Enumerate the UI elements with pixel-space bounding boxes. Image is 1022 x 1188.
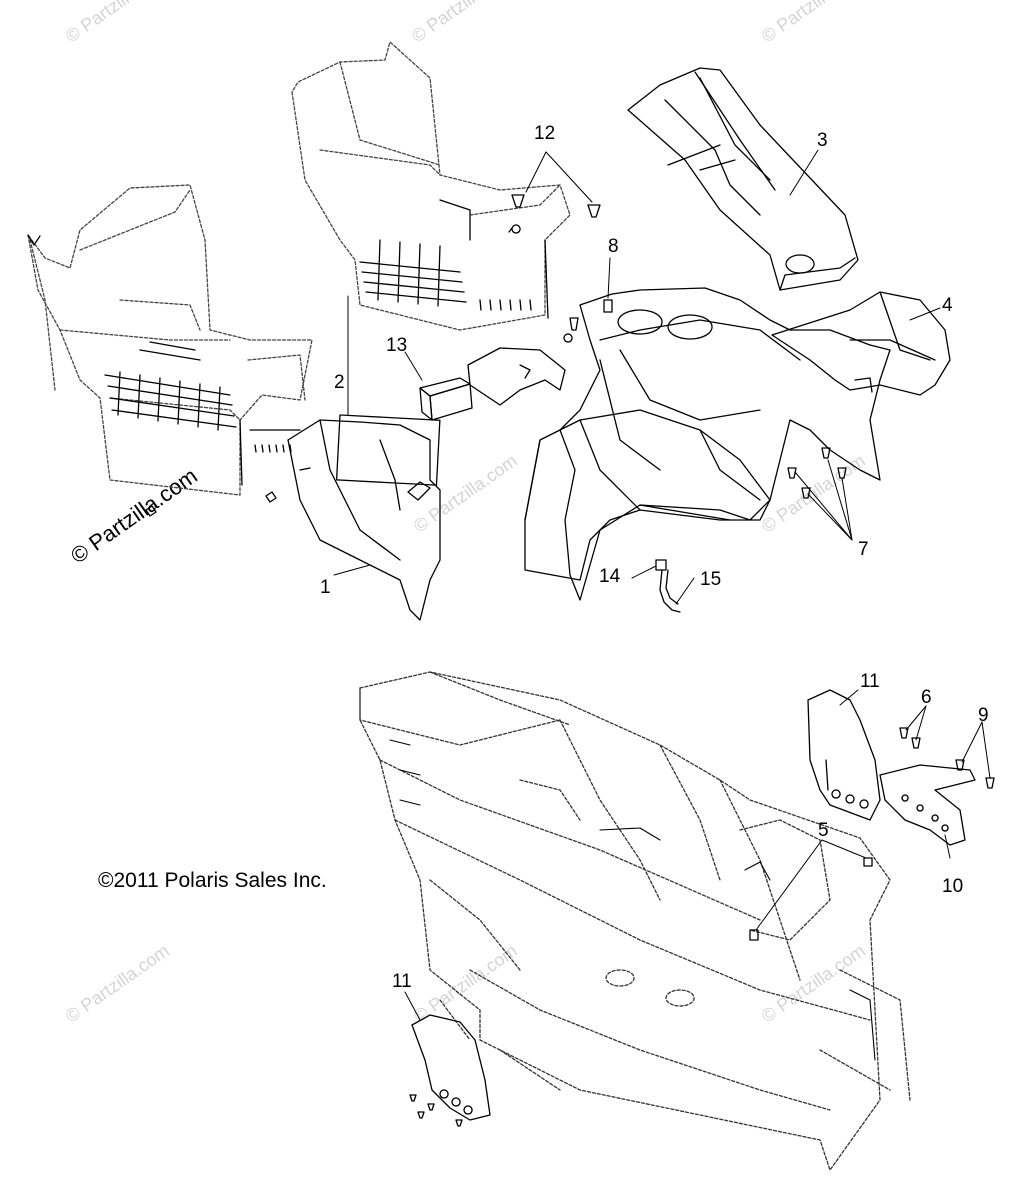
callout-14: 14 [599,566,621,587]
front-fender [559,287,891,601]
left-footwell-edge [27,234,301,486]
part-6-screws [899,727,921,749]
part-8-fastener [563,299,613,343]
callout-8: 8 [608,236,619,257]
leader-lines [333,149,991,1021]
callout-10: 10 [942,876,964,897]
right-footwell-grille [359,199,471,307]
part-11-lower-plate [411,1014,491,1121]
callout-2: 2 [334,372,345,393]
part-13-foam-block [419,377,473,421]
left-footwell [27,184,313,496]
callout-12: 12 [534,123,556,144]
part-11-lower-screws [409,1094,463,1127]
part-10-bracket [879,764,976,846]
part-11-upper-plate [807,689,881,821]
callout-15: 15 [700,569,722,590]
callout-4: 4 [942,295,953,316]
callout-3: 3 [817,130,828,151]
part-9-screws [955,759,995,789]
callout-6: 6 [921,687,932,708]
part-3-cover [627,67,859,291]
callout-1: 1 [320,577,331,598]
front-fender-lower [524,409,771,581]
callout-11-upper: 11 [860,671,880,692]
frame-tube-detail [389,739,876,1061]
callout-7: 7 [858,539,869,560]
right-footwell [291,41,571,331]
frame [359,671,911,1171]
screw-footwell-front [265,491,277,503]
left-footwell-grille [104,341,237,431]
part-5-fasteners [749,857,873,941]
front-fender-left-panel [467,347,566,406]
part-4-panel [771,291,951,396]
screw-left-footwell [145,505,157,517]
part-12-screws [508,194,601,234]
copyright-text: ©2011 Polaris Sales Inc. [98,869,327,892]
callout-5: 5 [818,820,829,841]
part-1-side-cover [287,419,441,621]
part-2-sheet [335,414,441,486]
callout-11-lower: 11 [392,971,412,992]
part-7-screws [787,447,847,499]
callout-9: 9 [978,705,989,726]
part-14-15-hose [655,559,681,613]
callout-13: 13 [386,335,408,356]
right-footwell-edge [479,239,549,319]
